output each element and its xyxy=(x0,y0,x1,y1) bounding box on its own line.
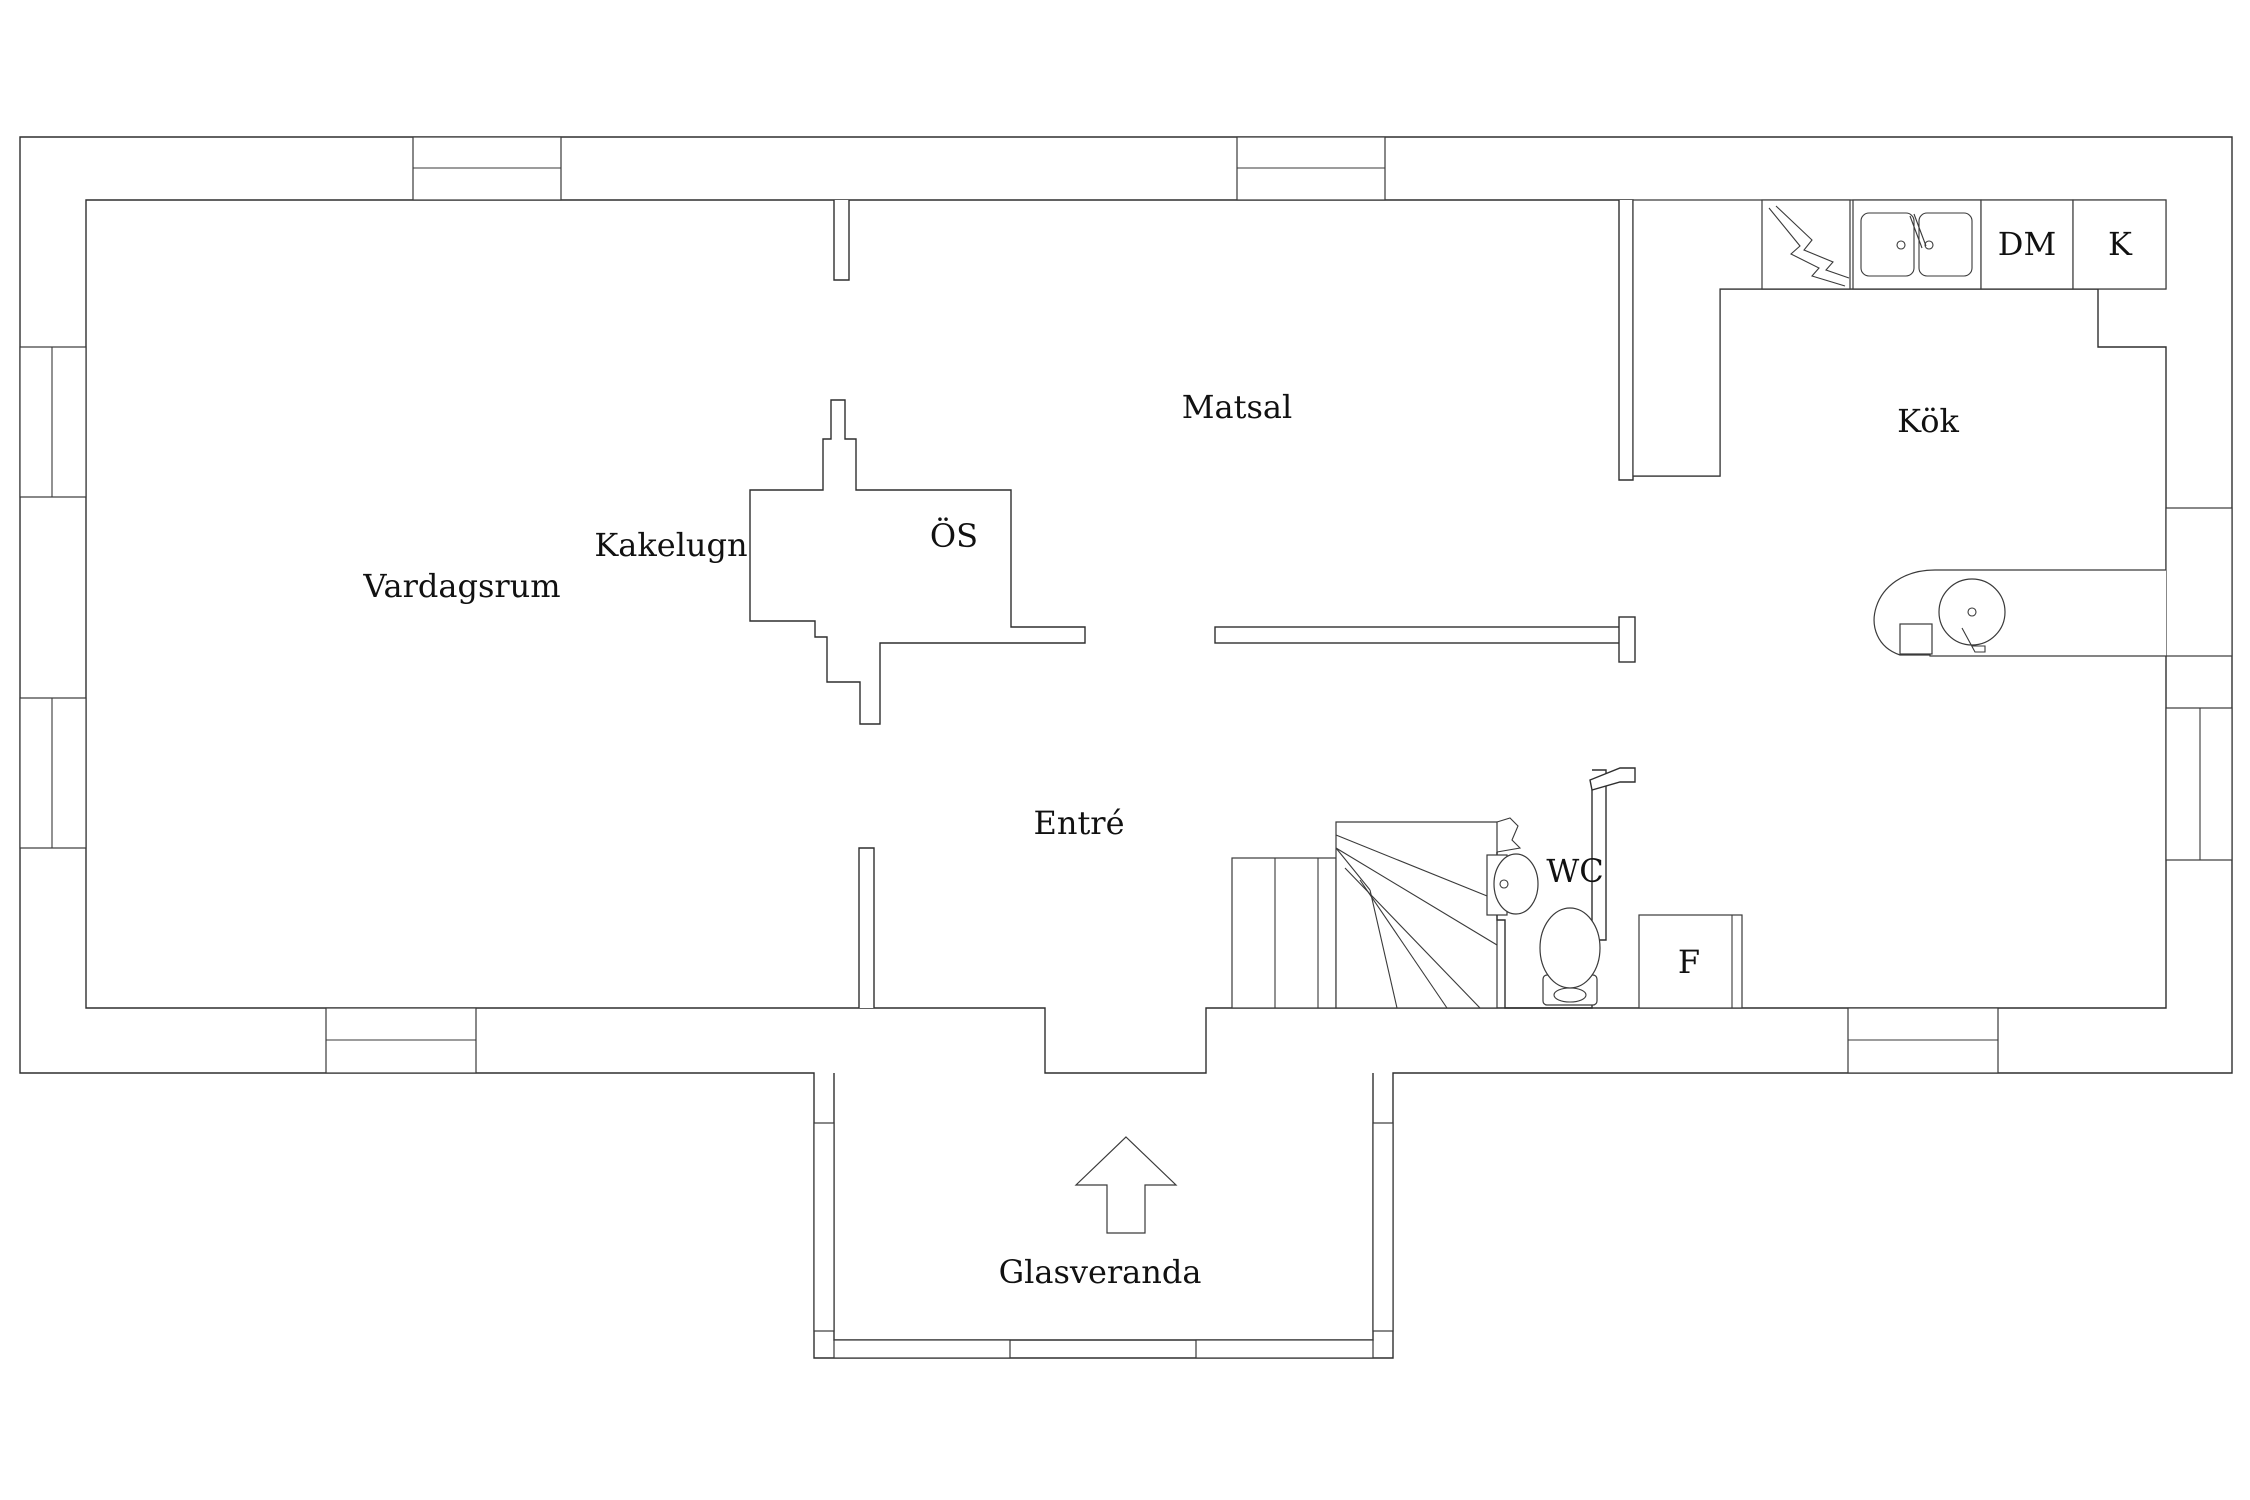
staircase-icon xyxy=(1231,817,1522,1009)
dishwasher xyxy=(1980,199,2074,290)
kakelugn-outline xyxy=(749,399,1086,725)
wc-room xyxy=(1486,790,1601,1009)
label-kakelugn: Kakelugn xyxy=(594,526,747,564)
washbasin-icon xyxy=(1493,853,1539,915)
double-sink-icon xyxy=(1852,199,1982,290)
label-f: F xyxy=(1678,943,1700,981)
room-labels: Vardagsrum Kakelugn ÖS Matsal Kök Entré … xyxy=(362,225,2133,1291)
label-vardagsrum: Vardagsrum xyxy=(362,567,560,605)
label-glasveranda: Glasveranda xyxy=(999,1253,1202,1291)
up-arrow-icon xyxy=(1074,1136,1178,1234)
closet-f xyxy=(1638,914,1743,1009)
kitchen-counter xyxy=(1632,199,2167,477)
toilet-icon xyxy=(1539,907,1601,1006)
interior-walls xyxy=(749,200,1636,1008)
label-kok: Kök xyxy=(1897,402,1959,440)
stove-icon xyxy=(1761,199,1851,290)
round-sink-icon xyxy=(1938,578,2006,646)
label-matsal: Matsal xyxy=(1182,388,1292,426)
kitchen-island xyxy=(1873,569,2166,657)
label-dm: DM xyxy=(1998,225,2056,263)
fridge xyxy=(2072,199,2167,290)
label-wc: WC xyxy=(1546,852,1603,890)
windows xyxy=(19,136,2233,1359)
label-k: K xyxy=(2108,225,2133,263)
label-entre: Entré xyxy=(1033,804,1124,842)
label-os: ÖS xyxy=(930,517,978,555)
